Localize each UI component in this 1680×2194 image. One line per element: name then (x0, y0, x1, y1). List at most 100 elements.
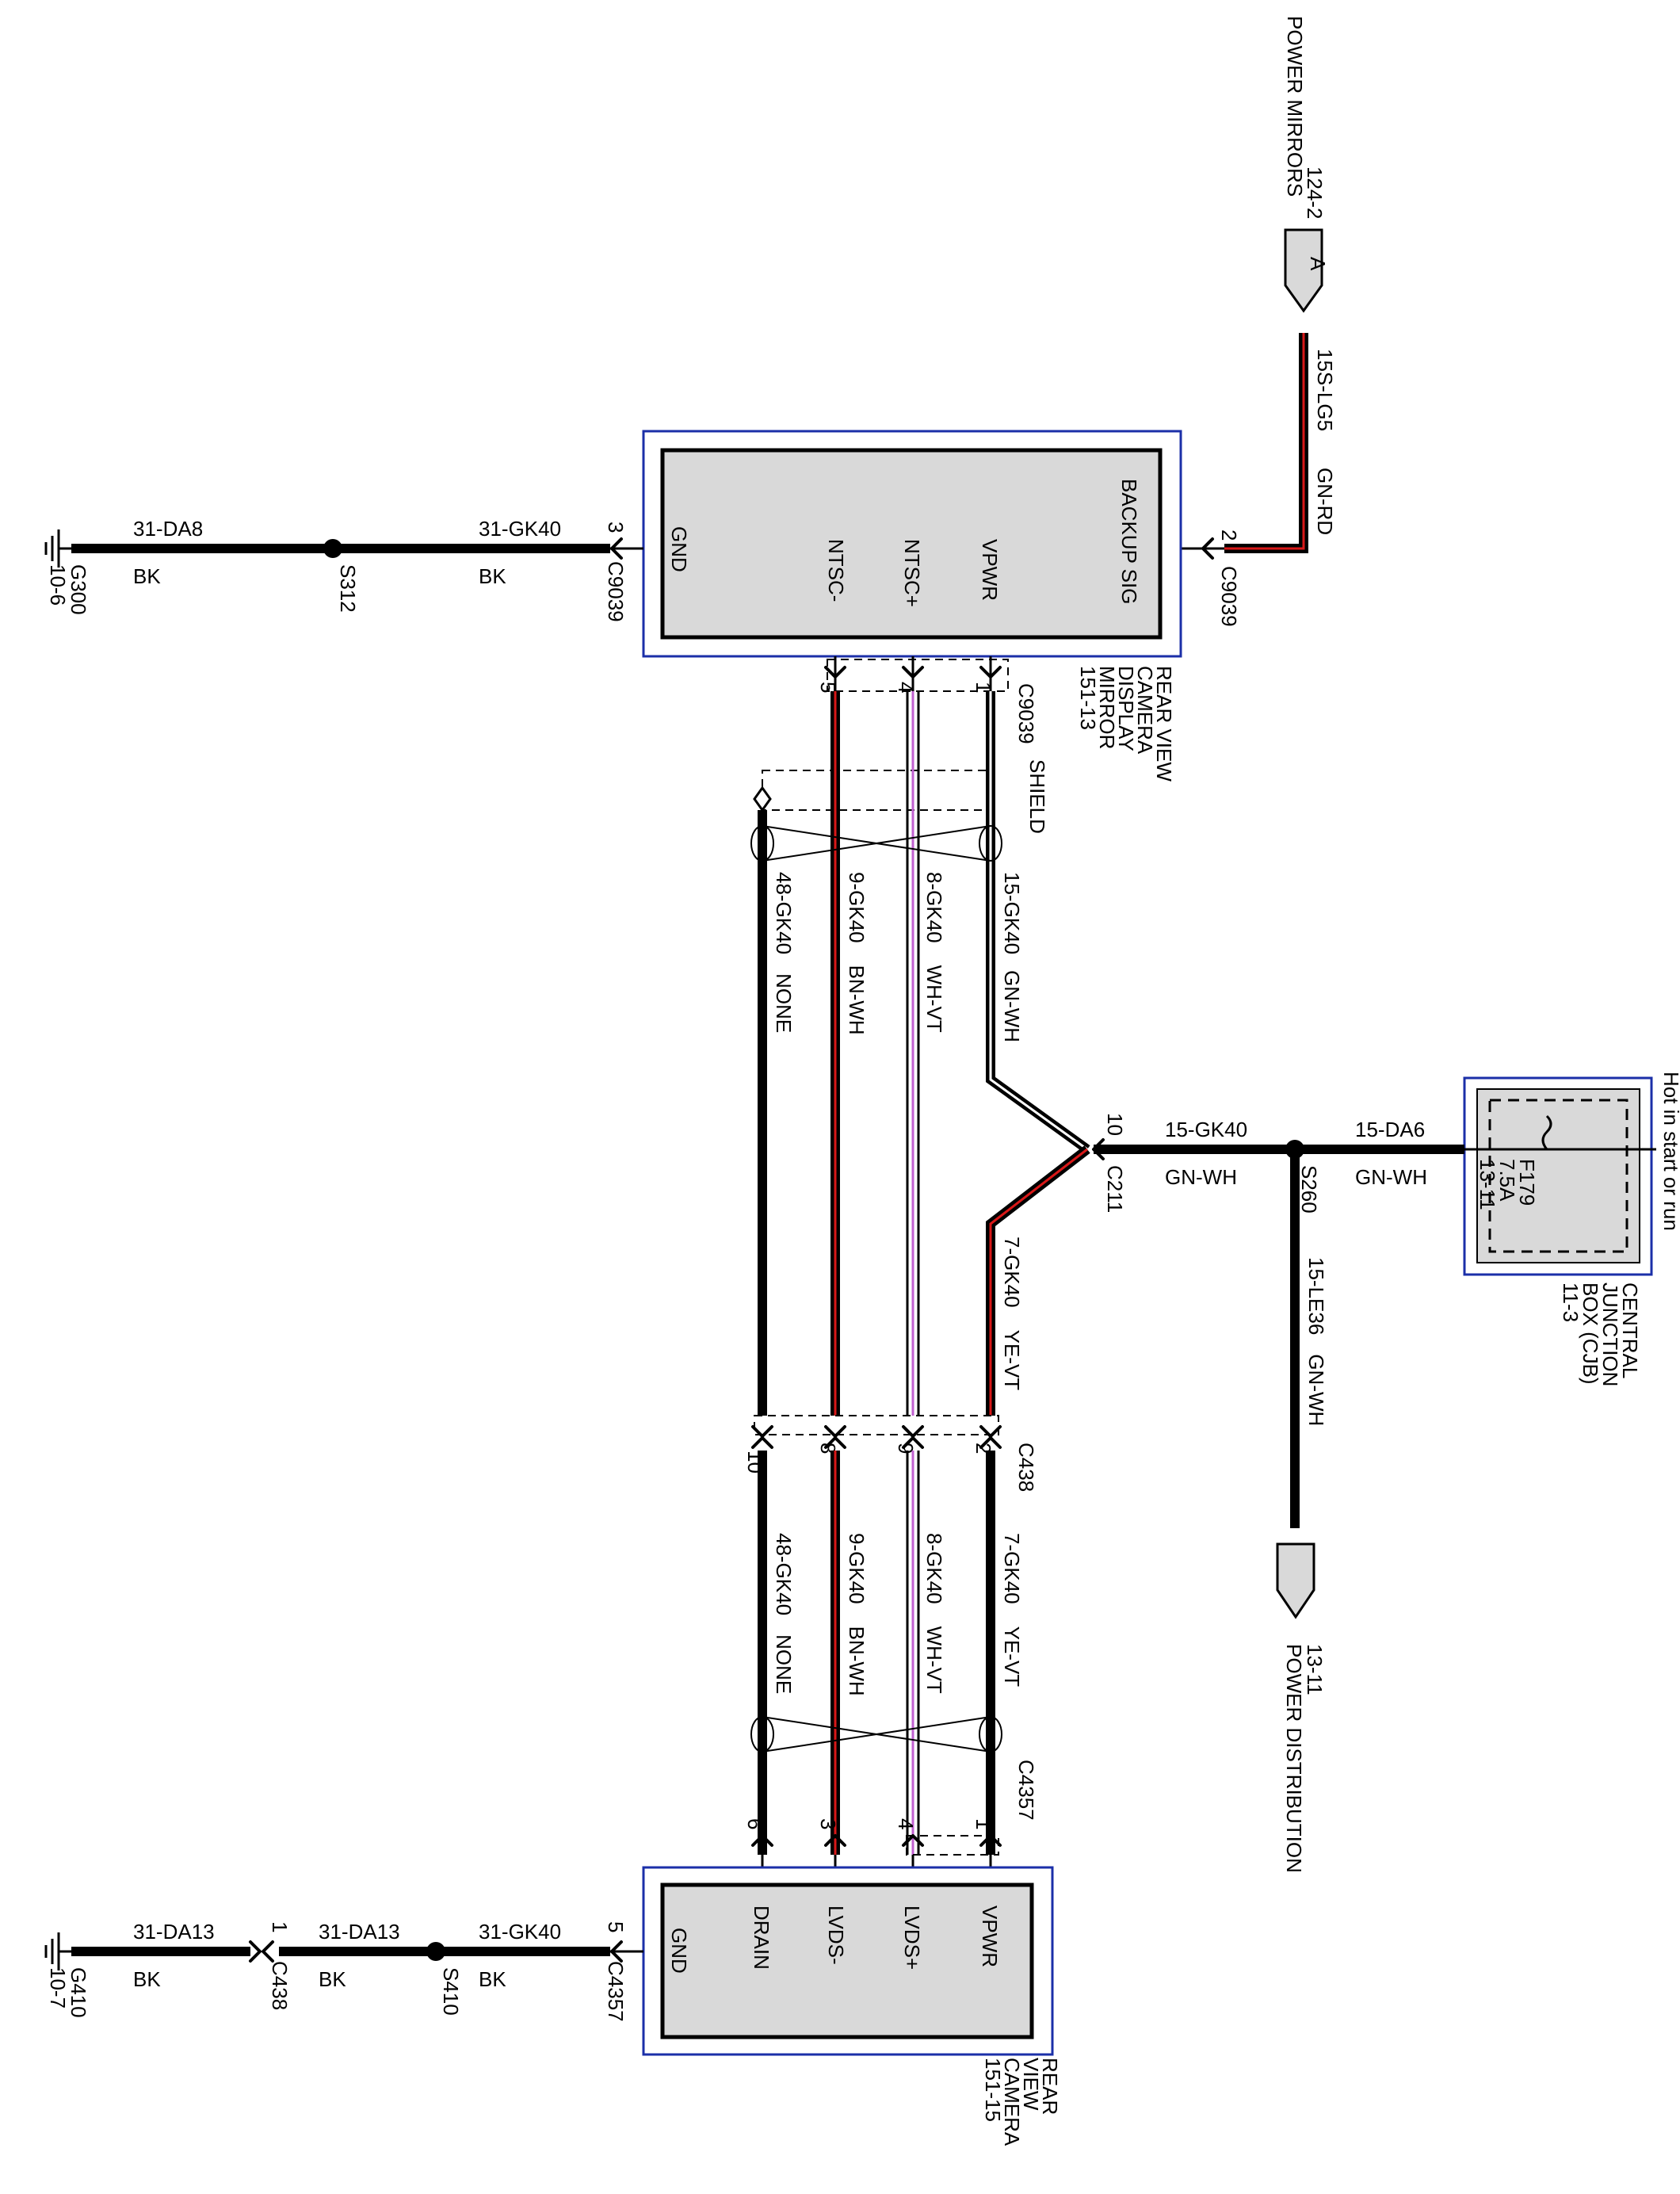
pin-label-ntsc-neg: NTSC- (824, 539, 848, 602)
module-title-line: 151-15 (981, 2058, 1005, 2122)
pin-number: 1 (972, 1818, 995, 1829)
pin-label-ntsc-pos: NTSC+ (900, 539, 924, 607)
connector-label: C9039 (1014, 683, 1038, 744)
twisted-pair-icon (750, 1716, 1002, 1753)
wire-color-label: BK (319, 1967, 346, 1991)
connector-label: C9039 (1217, 566, 1241, 627)
cjb-title-line: BOX (CJB) (1579, 1282, 1602, 1385)
module-title-line: REAR (1038, 2058, 1062, 2115)
pin-number: 5 (604, 1921, 628, 1932)
connector-arrow (979, 666, 1002, 678)
wire-color-label: WH-VT (922, 965, 946, 1033)
fuse-icon (1541, 1114, 1552, 1150)
connector-arrow (902, 1834, 924, 1847)
wire-label: 15-LE36GN-WH (1304, 1257, 1328, 1426)
connector-label: C211 (1103, 1165, 1127, 1213)
wire-color-label: NONE (772, 1634, 796, 1694)
pin-number: 4 (894, 1818, 918, 1829)
module-title-line: CAMERA (1000, 2058, 1024, 2146)
connector-label: C4357 (1014, 1760, 1038, 1821)
ground-icon (44, 1932, 71, 1970)
ground-label: G410 (67, 1967, 90, 2018)
connector-letter: A (1306, 257, 1330, 271)
shield-drain-icon (753, 785, 772, 812)
splice-label: S410 (439, 1967, 463, 2016)
ground-icon (44, 529, 71, 568)
pin-number: 1 (972, 682, 995, 693)
wire-circuit-label: 8-GK40 (922, 1533, 946, 1604)
connector-label: C4357 (604, 1961, 628, 2022)
cjb-title-line: CENTRAL (1618, 1282, 1642, 1378)
wire-color-label: BK (133, 1967, 161, 1991)
pin-number: 4 (894, 682, 918, 693)
pin-label-backup-sig: BACKUP SIG (1117, 479, 1141, 604)
connector-arrow (824, 666, 846, 678)
cjb-title: CENTRAL JUNCTION BOX (CJB) 11-3 (1559, 1282, 1642, 1386)
fuse-rating: 7.5A (1495, 1159, 1519, 1202)
pin-number: 5 (816, 682, 840, 693)
mirror-module (642, 430, 1182, 658)
power-mirrors-connector (1284, 228, 1323, 313)
wire-label: 7-GK40YE-VT (1000, 1533, 1024, 1687)
camera-module-title: REAR VIEW CAMERA 151-15 (981, 2058, 1062, 2146)
wire-circuit-label: 48-GK40 (772, 1533, 796, 1615)
connector-arrow (979, 1425, 1002, 1438)
fuse-ref: 13-11 (1476, 1159, 1499, 1210)
module-title-line: DISPLAY (1114, 666, 1138, 751)
wire-color-label: BK (133, 564, 161, 588)
pin-label-drain: DRAIN (750, 1905, 773, 1970)
cjb-title-line: 11-3 (1559, 1282, 1583, 1322)
wire-circuit-label: 15-DA6 (1355, 1118, 1425, 1141)
wire-color-label: BK (479, 564, 506, 588)
connector-label: C9039 (604, 561, 628, 622)
shield-outline (762, 770, 995, 811)
ground-label: G300 (67, 564, 90, 615)
wire-circuit-label: 31-GK40 (479, 517, 561, 541)
module-title-line: CAMERA (1133, 666, 1157, 755)
module-title-line: VIEW (1019, 2058, 1043, 2111)
pin-label-lvds-neg: LVDS- (824, 1905, 848, 1965)
hot-in-label: Hot in start or run (1659, 1072, 1680, 1231)
connector-arrow (902, 1436, 924, 1449)
connector-arrow (610, 537, 623, 560)
mirror-module-title: REAR VIEW CAMERA DISPLAY MIRROR 151-13 (1076, 666, 1176, 782)
pin-number: 3 (816, 1818, 840, 1829)
connector-arrow (902, 666, 924, 678)
wire-circuit-label: 9-GK40 (845, 872, 869, 943)
wire-circuit-label: 31-DA13 (319, 1920, 400, 1944)
pin-number: 3 (604, 522, 628, 533)
wire-color-label: YE-VT (1000, 1626, 1024, 1688)
twisted-pair-icon (750, 825, 1002, 862)
wire-circuit-label: 48-GK40 (772, 872, 796, 954)
wire-label: 48-GK40NONE (772, 872, 796, 1033)
wire-stripe (989, 691, 1088, 1151)
wire-circuit-label: 9-GK40 (845, 1533, 869, 1604)
power-distribution-connector (1276, 1542, 1315, 1619)
module-title-line: 151-13 (1076, 666, 1100, 730)
wire-label: 8-GK40WH-VT (922, 1533, 946, 1694)
wire-stripe (989, 1148, 1088, 1416)
wire-color-label: BK (479, 1967, 506, 1991)
pin-label-vpwr: VPWR (978, 539, 1002, 601)
cjb-module (1463, 1076, 1656, 1276)
wire-circuit-label: 7-GK40 (1000, 1533, 1024, 1604)
ground-ref: 10-7 (46, 1967, 70, 2009)
power-distribution-label: POWER DISTRIBUTION (1282, 1644, 1306, 1873)
pin-label-gnd: GND (667, 1928, 691, 1974)
power-distribution-ref: 13-11 (1303, 1644, 1327, 1695)
module-title-line: REAR VIEW (1152, 666, 1176, 782)
wire-color-label: GN-WH (1355, 1165, 1427, 1189)
connector-arrow (979, 1436, 1002, 1449)
wire-color-label: GN-WH (1304, 1354, 1328, 1426)
connector-arrow (824, 1436, 846, 1449)
connector-label: C438 (1014, 1443, 1038, 1492)
wire-color-label: BN-WH (845, 965, 869, 1035)
connector-arrow (824, 1834, 846, 1847)
connector-arrow (979, 1834, 1002, 1847)
ground-ref: 10-6 (46, 564, 70, 606)
wire-15s-lg5 (1224, 333, 1308, 553)
wire-color-label: WH-VT (922, 1626, 946, 1694)
connector-arrow (262, 1940, 274, 1963)
wire-circuit-label: 15S-LG5 (1313, 349, 1337, 431)
